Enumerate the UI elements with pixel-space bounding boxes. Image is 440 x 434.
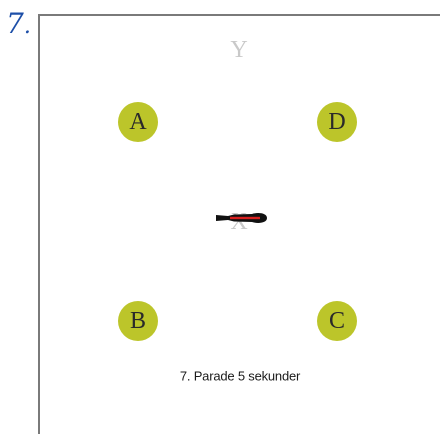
figure-caption: 7. Parade 5 sekunder (179, 368, 301, 384)
marker-b: B (118, 301, 158, 341)
figure-number: 7. (6, 7, 31, 40)
arena-border (38, 14, 440, 434)
marker-c: C (317, 301, 357, 341)
marker-a: A (118, 102, 158, 142)
marker-d: D (317, 102, 357, 142)
horse-topview-icon (216, 213, 267, 223)
letter-y: Y (230, 37, 248, 63)
